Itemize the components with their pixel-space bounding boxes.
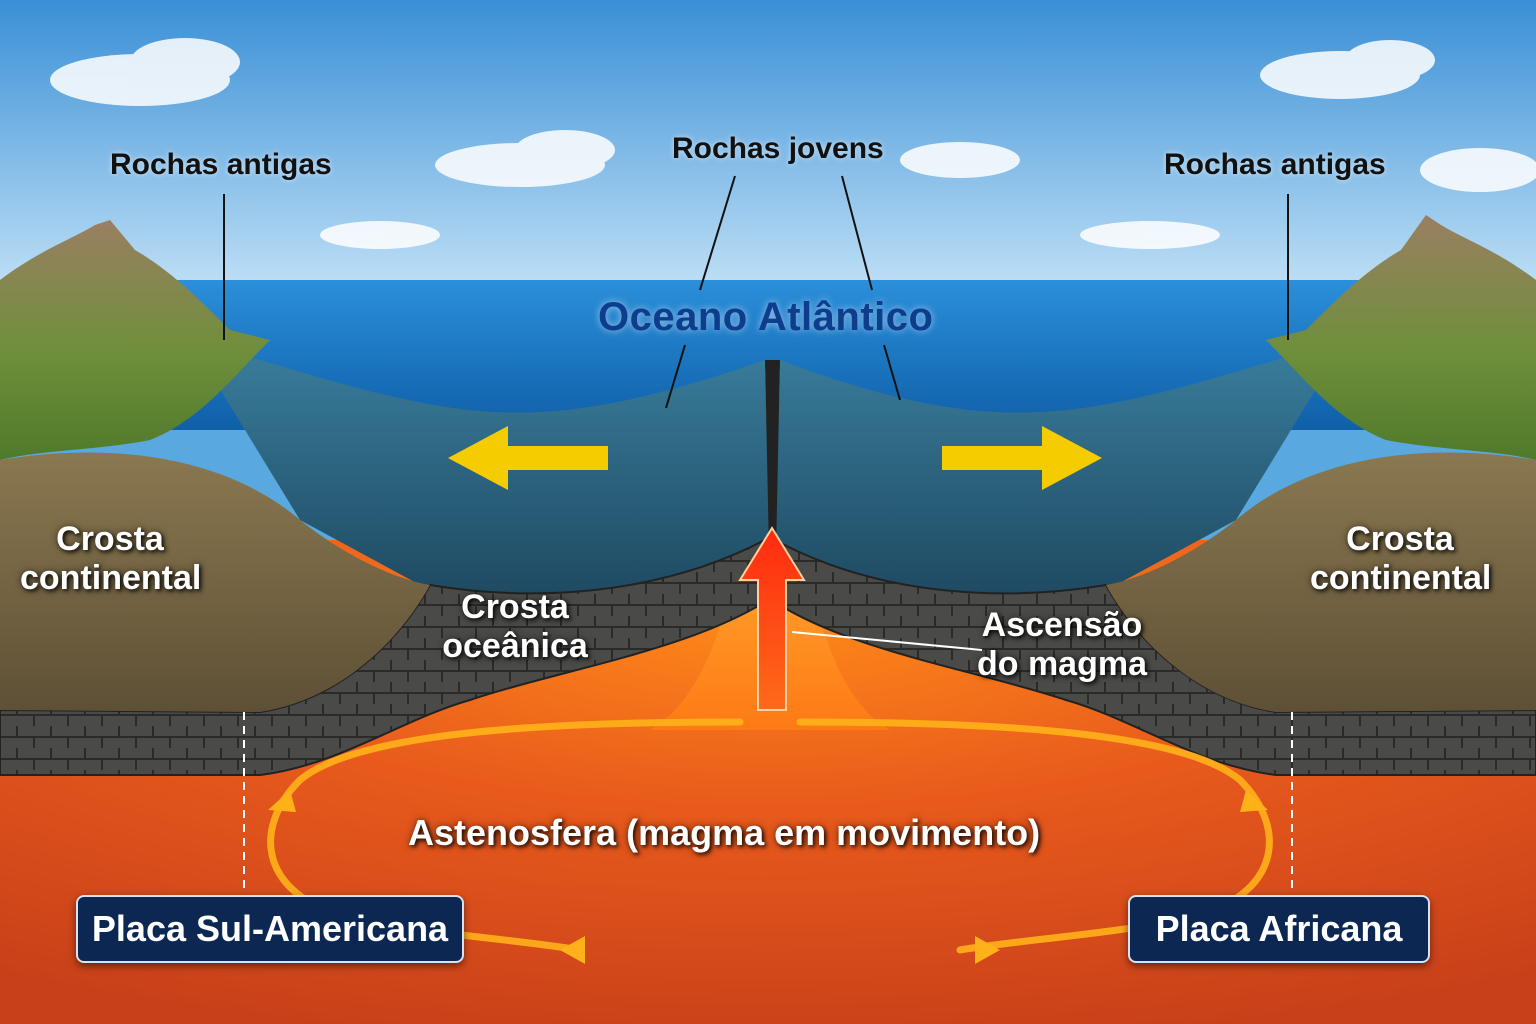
label-magma-rise-line2: do magma: [976, 645, 1148, 684]
continental-crust-left: [0, 452, 430, 712]
sky: [0, 0, 1536, 290]
label-continental-crust-left-line1: Crosta: [56, 520, 164, 558]
label-continental-crust-left: Crosta continental: [20, 520, 202, 598]
label-asthenosphere: Astenosfera (magma em movimento): [408, 812, 1041, 853]
magma-rise-arrow: [738, 526, 806, 711]
plate-markers: [243, 712, 1293, 894]
label-oceanic-crust-line2: oceânica: [442, 627, 588, 666]
label-continental-crust-right-line1: Crosta: [1346, 520, 1454, 558]
label-continental-crust-left-line2: continental: [20, 559, 202, 598]
plate-box-africa: Placa Africana: [1128, 895, 1430, 963]
label-magma-rise: Ascensão do magma: [972, 606, 1152, 684]
plate-box-south-america: Placa Sul-Americana: [76, 895, 464, 963]
label-oceanic-crust: Crosta oceânica: [430, 588, 600, 666]
label-old-rocks-right: Rochas antigas: [1164, 148, 1386, 181]
magma-leader-line: [791, 631, 983, 651]
continental-crust-right: [1106, 452, 1536, 712]
label-old-rocks-left: Rochas antigas: [110, 148, 332, 181]
leader-lines: [223, 175, 1289, 409]
clouds: [50, 38, 1536, 249]
mountain-right: [1266, 215, 1536, 460]
label-continental-crust-right-line2: continental: [1310, 559, 1492, 598]
mountain-left: [0, 220, 270, 460]
plate-motion-left-arrow: [448, 426, 608, 490]
convection-arrowheads: [268, 790, 1268, 964]
label-young-rocks: Rochas jovens: [672, 132, 884, 165]
label-oceanic-crust-line1: Crosta: [461, 588, 569, 626]
plate-motion-right-arrow: [942, 426, 1102, 490]
label-ocean: Oceano Atlântico: [598, 295, 934, 339]
label-magma-rise-line1: Ascensão: [981, 606, 1143, 644]
label-continental-crust-right: Crosta continental: [1310, 520, 1492, 598]
plate-label-africa: Placa Africana: [1155, 908, 1403, 949]
plate-label-south-america: Placa Sul-Americana: [91, 908, 449, 949]
